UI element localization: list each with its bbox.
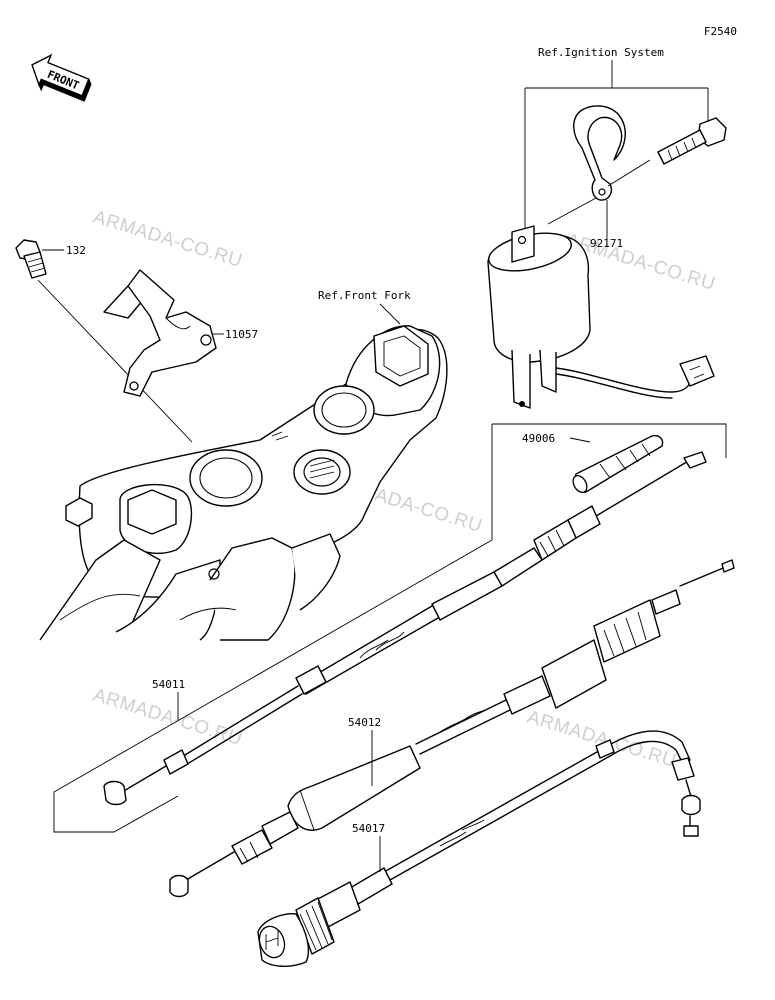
cable-boot-49006: [572, 434, 664, 494]
front-arrow-icon: FRONT: [31, 53, 92, 102]
part-number-54011: 54011: [152, 678, 185, 691]
ignition-coil: [487, 225, 715, 409]
bracket-11057: [103, 269, 217, 397]
ref-ignition-system: Ref.Ignition System: [538, 46, 664, 59]
cable-54011: [103, 451, 707, 806]
part-number-54017: 54017: [352, 822, 385, 835]
part-number-132: 132: [66, 244, 86, 257]
figure-code: F2540: [704, 25, 737, 38]
ignition-ref-bracket: Ref.Ignition System: [524, 46, 709, 240]
ref-front-fork: Ref.Front Fork: [318, 289, 411, 302]
watermark: ARMADA-CO.RU: [91, 207, 245, 272]
bolt-132: [15, 239, 47, 279]
part-number-49006: 49006: [522, 432, 555, 445]
clamp-92171: [547, 105, 651, 225]
watermark: ARMADA-CO.RU: [525, 707, 679, 772]
watermark: ARMADA-CO.RU: [91, 685, 245, 750]
bolt-upper-right: [657, 117, 727, 165]
steering-stem: [39, 325, 448, 641]
part-number-92171: 92171: [590, 237, 623, 250]
part-number-11057: 11057: [225, 328, 258, 341]
cable-group-bracket: [53, 423, 727, 833]
part-number-54012: 54012: [348, 716, 381, 729]
cable-54012: [169, 559, 735, 898]
cable-54017: [257, 730, 701, 967]
